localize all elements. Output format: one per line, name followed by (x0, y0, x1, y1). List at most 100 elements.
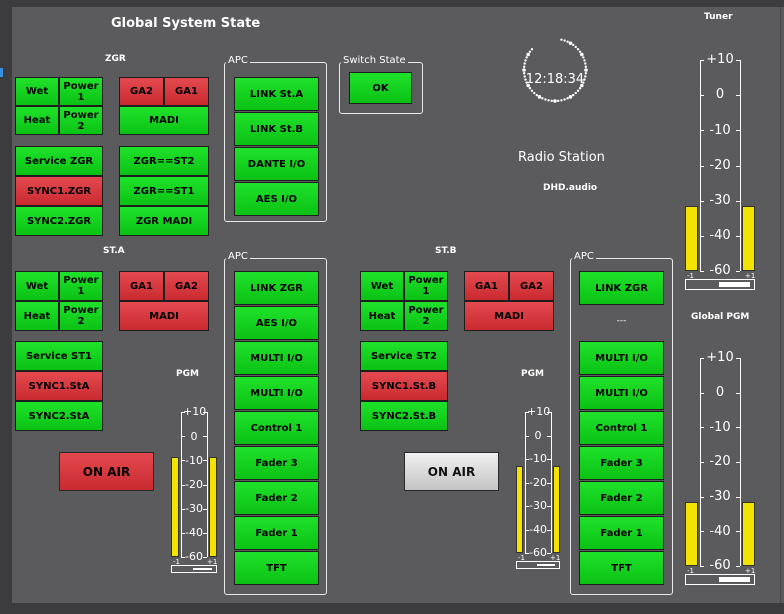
clock-tick-dot (528, 87, 532, 90)
tuner-balance-knob[interactable] (719, 282, 750, 287)
sta-heat-button[interactable]: Heat (15, 301, 59, 331)
stb-ga2-button[interactable]: GA2 (509, 271, 554, 301)
global-pgm-tick-mark (700, 531, 704, 533)
stb-sync2-button[interactable]: SYNC2.St.B (360, 401, 448, 431)
clock-tick-dot (560, 38, 563, 41)
global-pgm-balance-knob[interactable] (719, 577, 750, 582)
apc-sta-fader-3-button[interactable]: Fader 3 (234, 446, 319, 480)
clock-tick-dot (535, 93, 538, 97)
stb-pgm-tick-label: -60 (529, 546, 547, 560)
apc-sta-aes-i-o-button[interactable]: AES I/O (234, 306, 319, 340)
stb-pgm-tick-mark (525, 529, 529, 531)
stb-heat-button[interactable]: Heat (360, 301, 404, 331)
zgr-heat-button[interactable]: Heat (15, 106, 59, 135)
zgr-ga1-button[interactable]: GA1 (164, 77, 209, 106)
apc-sta-tft-button[interactable]: TFT (234, 551, 319, 585)
apc-zgr-link-st-b-button[interactable]: LINK St.B (234, 112, 319, 146)
stb-service-button[interactable]: Service ST2 (360, 341, 448, 371)
sta-pgm-balance-knob[interactable] (193, 568, 212, 570)
clock-tick-dot (553, 99, 557, 103)
tuner-balance-slider[interactable] (685, 279, 755, 290)
clock-tick-dot (576, 48, 580, 51)
sta-ga1-button[interactable]: GA1 (119, 271, 164, 301)
sta-pgm-tick-label: -20 (185, 477, 203, 491)
stb-pgm-tick-label: +10 (527, 405, 551, 419)
sta-pgm-tick-mark (203, 436, 207, 438)
apc-stb-multi-i-o-button[interactable]: MULTI I/O (579, 376, 664, 410)
sta-pgm-tick-mark (181, 412, 185, 413)
tuner-tick-label: 0 (715, 87, 725, 103)
sta-wet-button[interactable]: Wet (15, 271, 59, 301)
clock-tick-dot (576, 89, 580, 92)
sta-madi-button[interactable]: MADI (119, 301, 209, 331)
apc-sta-control-1-button[interactable]: Control 1 (234, 411, 319, 445)
global-pgm-tick-mark (736, 462, 740, 463)
global-pgm-tick-label: -30 (709, 488, 731, 504)
stb-pgm-tick-label: -20 (529, 475, 547, 489)
stb-ga1-button[interactable]: GA1 (464, 271, 509, 301)
zgr-madi-link-button[interactable]: ZGR MADI (119, 206, 209, 236)
apc-stb-control-1-button[interactable]: Control 1 (579, 411, 664, 445)
zgr-service-button[interactable]: Service ZGR (15, 146, 103, 176)
apc-zgr-link-st-a-button[interactable]: LINK St.A (234, 77, 319, 111)
switch-state-ok-button[interactable]: OK (349, 72, 412, 104)
stb-pgm-balance-right-label: +1 (550, 554, 561, 562)
global-pgm-balance-slider[interactable] (685, 574, 755, 585)
zgr-wet-button[interactable]: Wet (15, 77, 59, 106)
stb-wet-button[interactable]: Wet (360, 271, 404, 301)
apc-stb-link-zgr-button[interactable]: LINK ZGR (579, 271, 664, 305)
clock-tick-dot (572, 93, 575, 97)
sta-on-air-button[interactable]: ON AIR (59, 452, 154, 491)
sta-pgm-balance-slider[interactable] (171, 565, 217, 573)
clock-tick-dot (578, 50, 582, 53)
stb-pgm-balance-slider[interactable] (516, 561, 560, 569)
apc-zgr-dante-i-o-button[interactable]: DANTE I/O (234, 147, 319, 181)
apc-stb-tft-button[interactable]: TFT (579, 551, 664, 585)
stb-madi-button[interactable]: MADI (464, 301, 554, 331)
sta-pgm-balance-left-label: -1 (173, 558, 180, 566)
apc-stb-multi-i-o-button[interactable]: MULTI I/O (579, 341, 664, 375)
tuner-tick-label: -40 (709, 228, 731, 244)
sta-service-button[interactable]: Service ST1 (15, 341, 103, 371)
apc-stb-fader-3-button[interactable]: Fader 3 (579, 446, 664, 480)
clock-tick-dot (572, 43, 575, 47)
sta-sync1-button[interactable]: SYNC1.StA (15, 371, 103, 401)
stb-on-air-button[interactable]: ON AIR (404, 452, 499, 491)
zgr-sync1-button[interactable]: SYNC1.ZGR (15, 176, 103, 206)
stb-power1-button[interactable]: Power 1 (404, 271, 448, 301)
clock-tick-dot (563, 98, 566, 101)
global-pgm-tick-mark (736, 427, 740, 429)
stb-sync1-button[interactable]: SYNC1.St.B (360, 371, 448, 401)
stb-pgm-balance-knob[interactable] (537, 564, 555, 566)
zgr-madi-button[interactable]: MADI (119, 106, 209, 135)
global-pgm-tick-mark (736, 566, 740, 567)
apc-stb-fader-1-button[interactable]: Fader 1 (579, 516, 664, 550)
apc-sta-multi-i-o-button[interactable]: MULTI I/O (234, 376, 319, 410)
sta-ga2-button[interactable]: GA2 (164, 271, 209, 301)
zgr-st2-button[interactable]: ZGR==ST2 (119, 146, 209, 176)
apc-sta-fader-1-button[interactable]: Fader 1 (234, 516, 319, 550)
apc-zgr-aes-i-o-button[interactable]: AES I/O (234, 182, 319, 216)
apc-zgr-label: APC (226, 55, 250, 66)
apc-sta-fader-2-button[interactable]: Fader 2 (234, 481, 319, 515)
sta-sync2-button[interactable]: SYNC2.StA (15, 401, 103, 431)
clock-tick-dot (582, 56, 585, 59)
tuner-tick-label: -60 (709, 263, 731, 279)
stb-power2-button[interactable]: Power 2 (404, 301, 448, 331)
tuner-level-right (742, 205, 755, 271)
zgr-sync2-button[interactable]: SYNC2.ZGR (15, 206, 103, 236)
tuner-level-left (685, 205, 698, 271)
zgr-power1-button[interactable]: Power 1 (59, 77, 103, 106)
sta-power2-button[interactable]: Power 2 (59, 301, 103, 331)
stb-pgm-level-right (553, 465, 560, 553)
apc-sta-multi-i-o-button[interactable]: MULTI I/O (234, 341, 319, 375)
zgr-power2-button[interactable]: Power 2 (59, 106, 103, 135)
zgr-ga2-button[interactable]: GA2 (119, 77, 164, 106)
sta-pgm-tick-mark (181, 484, 185, 486)
sta-power1-button[interactable]: Power 1 (59, 271, 103, 301)
apc-stb-fader-2-button[interactable]: Fader 2 (579, 481, 664, 515)
apc-sta-link-zgr-button[interactable]: LINK ZGR (234, 271, 319, 305)
clock-tick-dot (523, 62, 526, 65)
stb-pgm-tick-mark (547, 529, 551, 531)
zgr-st1-button[interactable]: ZGR==ST1 (119, 176, 209, 206)
